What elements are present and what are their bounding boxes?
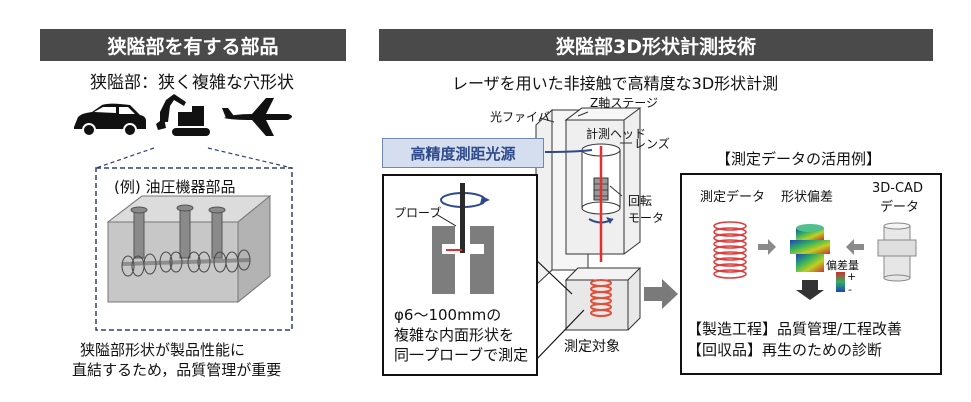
rotation-motor-label-2: モータ (628, 211, 665, 225)
shape-deviation-label: 形状偏差 (781, 190, 834, 205)
cad-label-1: 3D-CAD (872, 181, 923, 196)
left-panel-subtitle: 狭隘部：狭く複雑な穴形状 (90, 73, 294, 93)
left-footer-line1: 狭隘部形状が製品性能に (80, 341, 246, 359)
probe-label: プローブ (394, 206, 442, 220)
deviation-amount-label: 偏差量 (826, 259, 859, 272)
right-panel-subtitle: レーザを用いた非接触で高精度な3D形状計測 (452, 74, 779, 93)
left-footer-line2: 直結するため，品質管理が重要 (72, 361, 282, 379)
measured-data-label: 測定データ (700, 190, 766, 205)
probe-box-line3: 同一プローブで測定 (394, 346, 529, 364)
scale-minus-label: - (848, 283, 852, 296)
light-source-label: 高精度測距光源 (410, 144, 516, 163)
right-panel-title: 狭隘部3D形状計測技術 (556, 35, 756, 58)
example-label: (例) 油圧機器部品 (114, 178, 236, 196)
z-stage-label: Z軸ステージ (590, 96, 658, 110)
right-panel-title-banner: 狭隘部3D形状計測技術 (379, 29, 933, 61)
probe-box-line2: 複雑な内面形状を (394, 326, 515, 344)
left-panel-title-banner: 狭隘部を有する部品 (40, 29, 346, 61)
cad-label-2: データ (880, 200, 920, 215)
light-source-box: 高精度測距光源 (382, 138, 544, 168)
recovered-usage: 【回収品】再生のための診断 (687, 341, 883, 359)
optical-fiber-label: 光ファイバ (490, 110, 550, 124)
rotation-motor-label-1: 回転 (628, 194, 653, 208)
probe-box-line1: φ6～100mmの (394, 306, 502, 324)
measuring-head-label: 計測ヘッド (586, 127, 647, 141)
target-label: 測定対象 (564, 339, 620, 355)
manufacturing-usage: 【製造工程】品質管理/工程改善 (687, 320, 903, 338)
left-panel-title: 狭隘部を有する部品 (107, 35, 279, 58)
scale-plus-label: + (847, 270, 857, 283)
lens-label: レンズ (634, 137, 670, 151)
usage-title: 【測定データの活用例】 (716, 150, 882, 168)
